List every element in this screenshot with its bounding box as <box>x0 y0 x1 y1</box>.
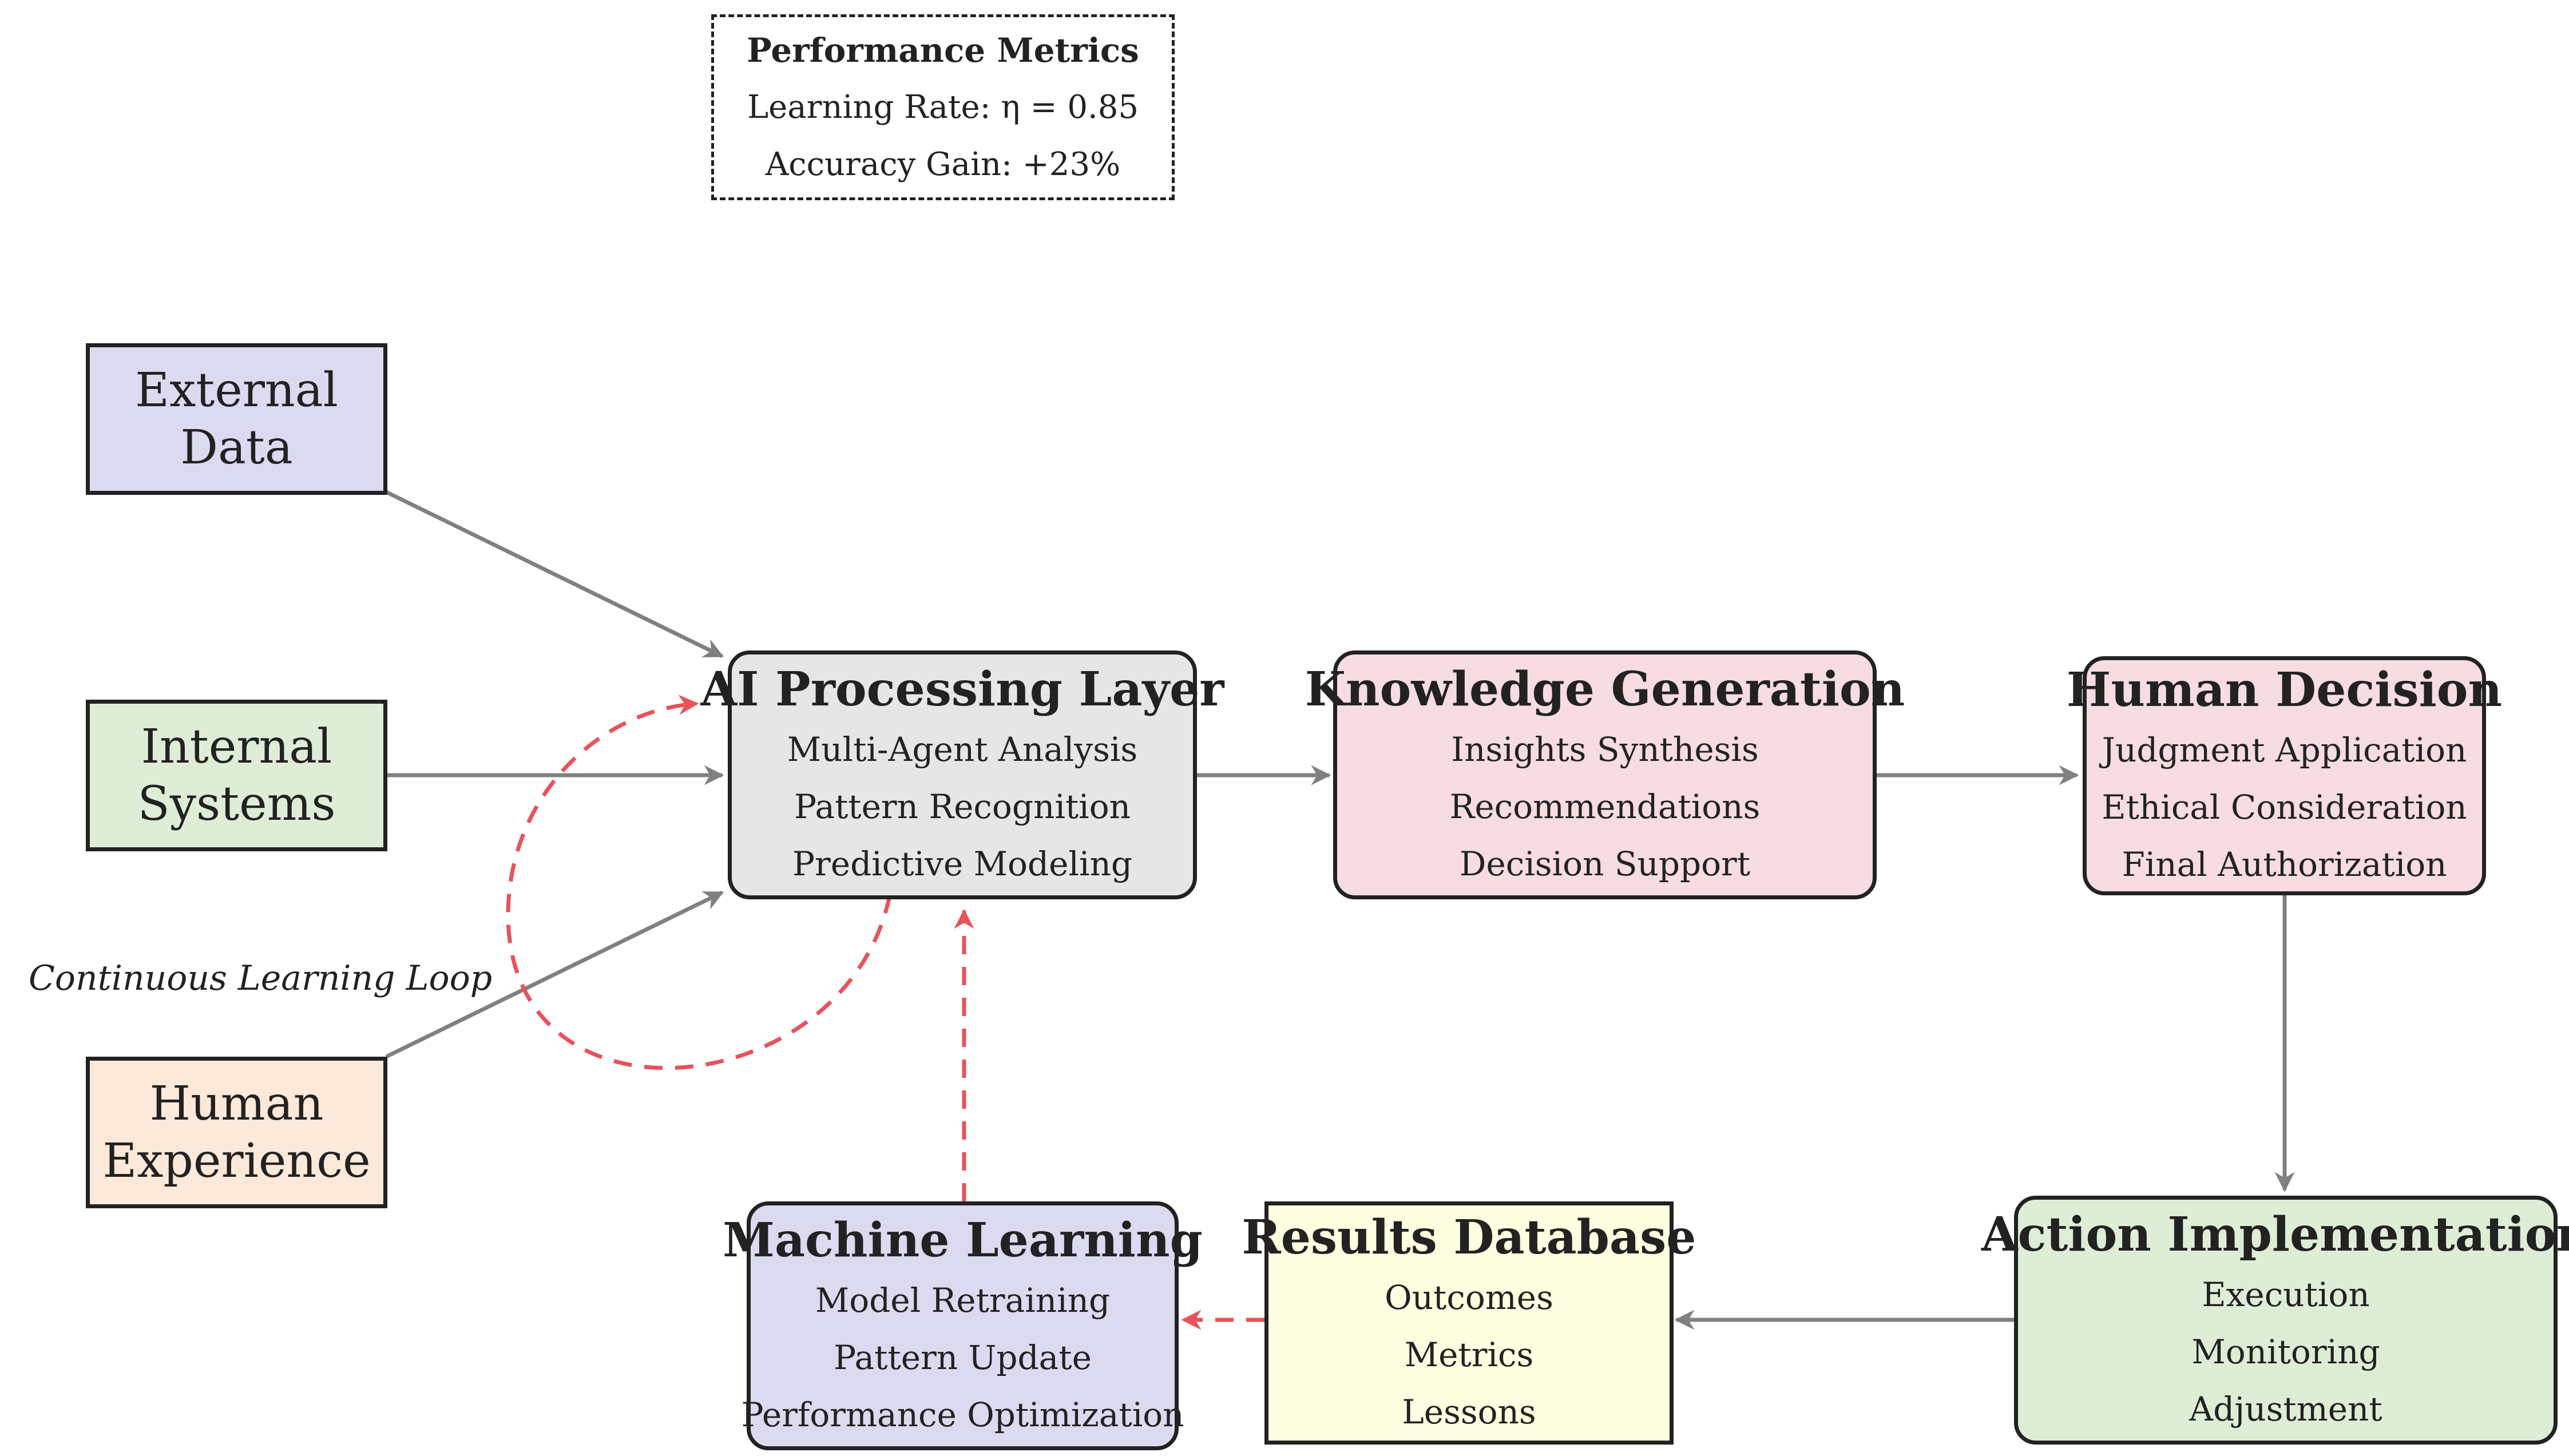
performance-metrics-box: Performance Metrics Learning Rate: η = 0… <box>711 14 1175 200</box>
results-database-title: Results Database <box>1242 1209 1696 1265</box>
metrics-accuracy-gain: Accuracy Gain: +23% <box>765 145 1121 183</box>
results-database-line: Lessons <box>1402 1392 1536 1431</box>
continuous-learning-loop-label: Continuous Learning Loop <box>29 958 493 998</box>
action-implementation-title: Action Implementation <box>1981 1207 2569 1262</box>
arrow-human-to-ai <box>385 890 724 1059</box>
continuous-learning-loop-arrow <box>506 695 892 1070</box>
machine-learning-title: Machine Learning <box>723 1212 1203 1268</box>
human-decision-box: Human Decision Judgment Application Ethi… <box>2067 656 2502 895</box>
input-human-experience: Human Experience <box>86 1057 387 1208</box>
human-decision-line: Judgment Application <box>2102 731 2467 769</box>
knowledge-generation-line: Recommendations <box>1449 787 1761 826</box>
input-human-experience-label: Human Experience <box>102 1076 371 1188</box>
machine-learning-line: Pattern Update <box>834 1338 1092 1377</box>
metrics-learning-rate: Learning Rate: η = 0.85 <box>747 88 1139 126</box>
ai-processing-layer-box: AI Processing Layer Multi-Agent Analysis… <box>701 650 1224 899</box>
input-external-data-label: External Data <box>135 363 338 475</box>
action-implementation-line: Monitoring <box>2191 1332 2380 1371</box>
ai-processing-line: Multi-Agent Analysis <box>787 729 1138 769</box>
action-implementation-line: Adjustment <box>2189 1389 2382 1429</box>
input-internal-systems-label: Internal Systems <box>137 719 336 831</box>
ai-processing-title: AI Processing Layer <box>700 661 1224 717</box>
knowledge-generation-box: Knowledge Generation Insights Synthesis … <box>1305 650 1905 899</box>
results-database-line: Metrics <box>1404 1335 1534 1374</box>
ai-processing-line: Predictive Modeling <box>792 844 1132 883</box>
action-implementation-box: Action Implementation Execution Monitori… <box>1981 1196 2569 1445</box>
action-implementation-line: Execution <box>2202 1275 2370 1314</box>
human-decision-title: Human Decision <box>2066 662 2503 717</box>
results-database-line: Outcomes <box>1385 1278 1553 1317</box>
input-internal-systems: Internal Systems <box>86 700 387 851</box>
knowledge-generation-title: Knowledge Generation <box>1305 661 1905 717</box>
results-database-box: Results Database Outcomes Metrics Lesson… <box>1242 1201 1696 1445</box>
machine-learning-line: Performance Optimization <box>741 1395 1184 1434</box>
arrow-external-to-ai <box>385 490 724 658</box>
knowledge-generation-line: Decision Support <box>1459 844 1751 883</box>
machine-learning-box: Machine Learning Model Retraining Patter… <box>723 1201 1203 1450</box>
machine-learning-line: Model Retraining <box>815 1280 1111 1320</box>
knowledge-generation-line: Insights Synthesis <box>1451 729 1759 769</box>
human-decision-line: Ethical Consideration <box>2102 788 2467 827</box>
ai-processing-line: Pattern Recognition <box>794 787 1131 826</box>
human-decision-line: Final Authorization <box>2122 845 2447 884</box>
metrics-title: Performance Metrics <box>747 30 1139 70</box>
input-external-data: External Data <box>86 343 387 495</box>
